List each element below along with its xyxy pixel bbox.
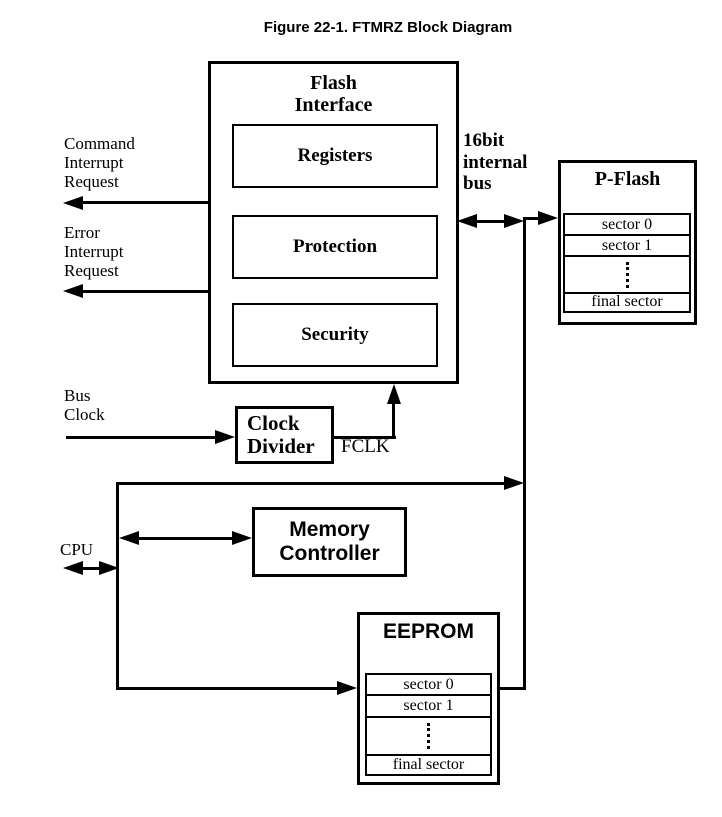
cpu-memctrl-arrowhead-right-icon [232, 531, 252, 545]
registers-box: Registers [232, 124, 438, 188]
security-label: Security [301, 324, 369, 345]
eeprom-final-sector: final sector [392, 755, 465, 773]
command-interrupt-label: Command Interrupt Request [64, 134, 135, 191]
error-interrupt-arrowhead-icon [63, 284, 83, 298]
pflash-sector-table: sector 0 sector 1 final sector [563, 213, 691, 313]
pflash-bus-arrow [524, 217, 542, 220]
pflash-sector-0: sector 0 [565, 215, 689, 236]
eeprom-sector-table: sector 0 sector 1 final sector [365, 673, 492, 776]
clock-divider-label: Clock Divider [247, 411, 315, 458]
cpu-memctrl-arrow [130, 537, 240, 540]
figure-title: Figure 22-1. FTMRZ Block Diagram [263, 19, 513, 36]
memory-controller-box: Memory Controller [252, 507, 407, 577]
cpu-memctrl-arrowhead-left-icon [119, 531, 139, 545]
error-interrupt-arrow [78, 290, 208, 293]
eeprom-bus-connector [499, 687, 526, 690]
internal-bus-arrowhead-left-icon [457, 214, 477, 228]
vertical-ellipsis-icon [625, 261, 629, 288]
vertical-ellipsis-icon [427, 723, 430, 749]
protection-box: Protection [232, 215, 438, 279]
fclk-arrowhead-icon [387, 384, 401, 404]
fclk-label: FCLK [341, 436, 390, 457]
pflash-sector-1: sector 1 [565, 236, 689, 257]
eeprom-sector-0: sector 0 [367, 675, 490, 696]
pflash-title: P-Flash [594, 168, 661, 190]
command-interrupt-arrow [78, 201, 208, 204]
fclk-connector-horizontal [333, 436, 396, 439]
flash-interface-title: Flash Interface [294, 72, 373, 116]
eeprom-sector-ellipsis [367, 718, 490, 756]
internal-bus-arrowhead-right-icon [504, 214, 524, 228]
eeprom-title: EEPROM [382, 620, 474, 643]
cpu-arrowhead-left-icon [63, 561, 83, 575]
eeprom-sector-1: sector 1 [367, 696, 490, 718]
memory-controller-label: Memory Controller [279, 518, 380, 565]
internal-bus-line [523, 217, 526, 690]
internal-bus-arrow [470, 220, 512, 223]
clock-divider-box: Clock Divider [235, 406, 334, 464]
security-box: Security [232, 303, 438, 367]
command-interrupt-arrowhead-icon [63, 196, 83, 210]
cpu-bus-arrowhead-icon [504, 476, 524, 490]
bus-width-label: 16bit internal bus [463, 130, 528, 194]
bus-clock-arrowhead-icon [215, 430, 235, 444]
bus-clock-label: Bus Clock [64, 386, 105, 424]
cpu-label: CPU [60, 540, 94, 559]
eeprom-arrowhead-icon [337, 681, 357, 695]
registers-label: Registers [297, 145, 373, 166]
fclk-connector-vertical [392, 404, 395, 439]
cpu-arrow [76, 567, 106, 570]
cpu-arrowhead-right-icon [99, 561, 119, 575]
bus-clock-arrow [66, 436, 218, 439]
pflash-bus-arrowhead-icon [538, 211, 558, 225]
eeprom-arrow [116, 687, 341, 690]
error-interrupt-label: Error Interrupt Request [64, 223, 124, 280]
cpu-vertical-line [116, 482, 119, 690]
pflash-final-sector: final sector [591, 293, 663, 310]
pflash-sector-ellipsis [565, 257, 689, 294]
cpu-bus-line [116, 482, 506, 485]
protection-label: Protection [292, 236, 378, 257]
